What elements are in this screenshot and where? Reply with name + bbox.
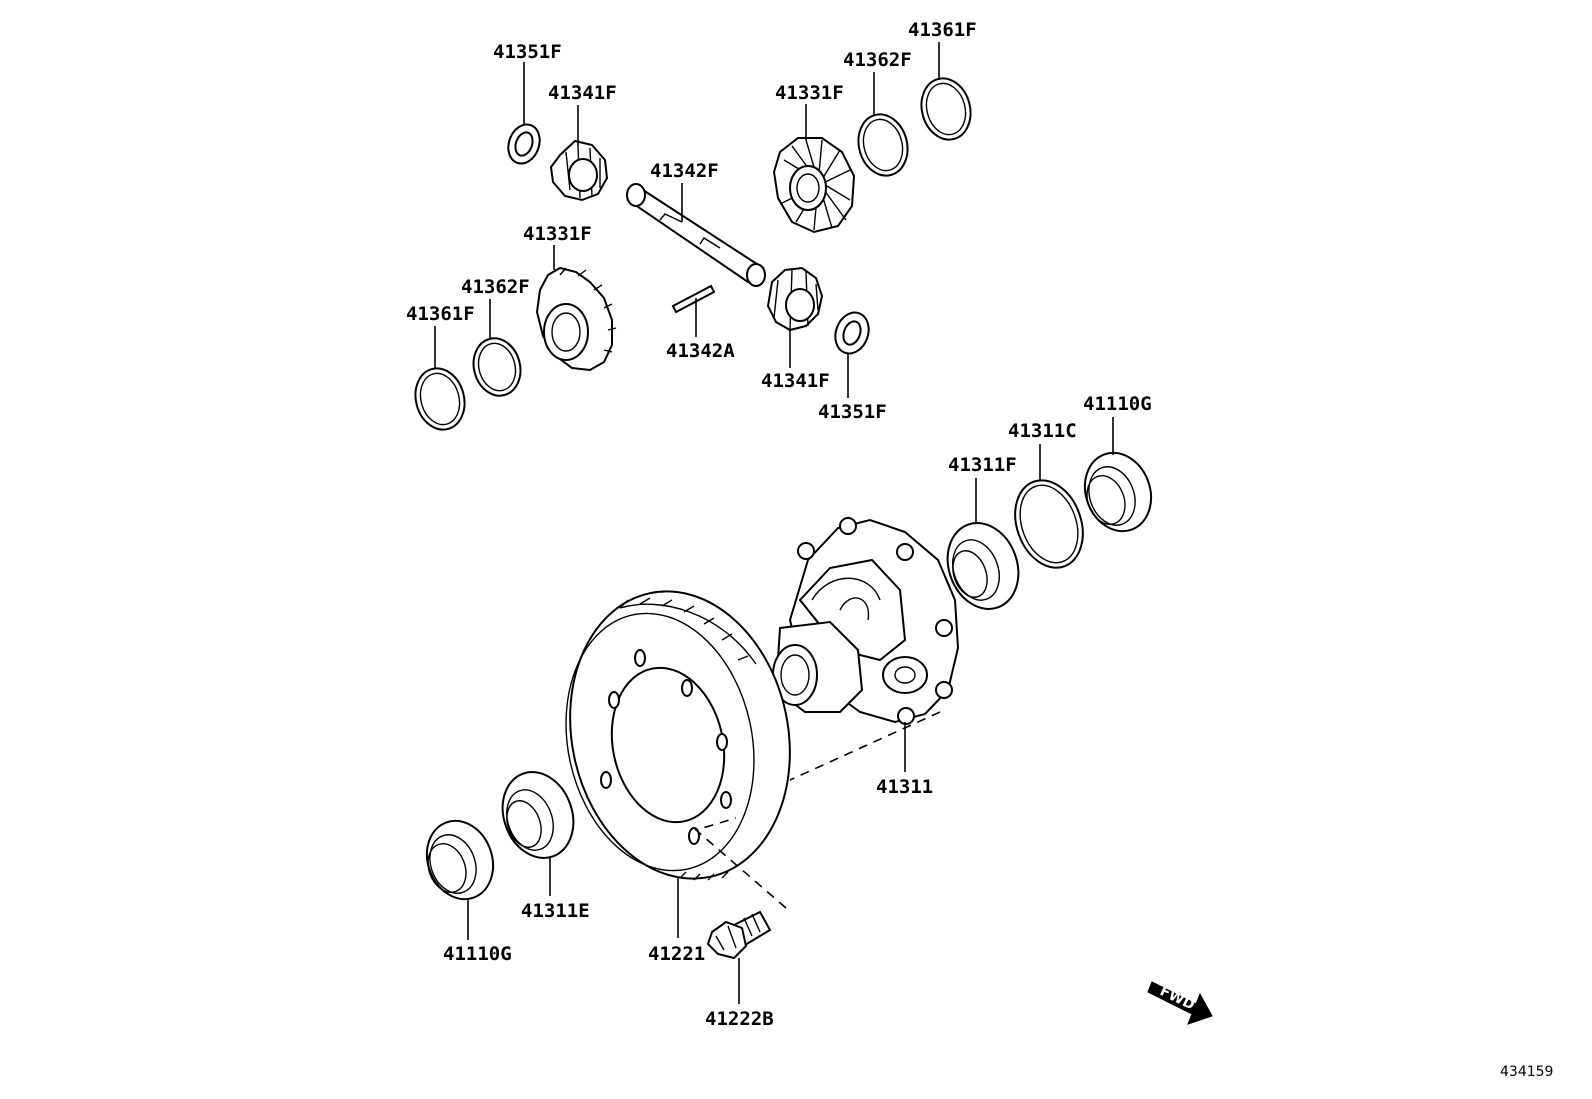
label-41221: 41221: [648, 943, 705, 965]
thrust-washer-41351F-bottom[interactable]: [830, 308, 874, 358]
bearing-41311E[interactable]: [491, 762, 585, 868]
pinion-shaft-41342F[interactable]: [626, 183, 766, 287]
label-41110G-right: 41110G: [1083, 393, 1152, 415]
label-41311C: 41311C: [1008, 420, 1077, 442]
assembly-line-case-to-ring-gear: [789, 711, 941, 781]
oil-seal-41110G-right[interactable]: [1074, 443, 1162, 540]
label-41342A: 41342A: [666, 340, 735, 362]
thrust-washer-41362F-left[interactable]: [467, 333, 526, 401]
label-41362F-right: 41362F: [843, 49, 912, 71]
label-41351F-top: 41351F: [493, 41, 562, 63]
label-41311F: 41311F: [948, 454, 1017, 476]
forward-direction-arrow: FWD: [1147, 981, 1213, 1025]
side-gear-41331F-right[interactable]: [772, 137, 856, 234]
oil-seal-41110G-left[interactable]: [416, 811, 504, 908]
thrust-washer-41361F-right[interactable]: [915, 73, 977, 145]
label-41311E: 41311E: [521, 900, 590, 922]
label-41361F-left: 41361F: [406, 303, 475, 325]
label-41341F-bottom: 41341F: [761, 370, 830, 392]
label-41342F: 41342F: [650, 160, 719, 182]
thrust-washer-41362F-right[interactable]: [852, 109, 914, 181]
diagram-code: 434159: [1500, 1064, 1553, 1080]
side-gear-41331F-left[interactable]: [535, 266, 617, 372]
bearing-41311F[interactable]: [936, 513, 1030, 619]
shim-41311C[interactable]: [1004, 471, 1095, 577]
assembly-line-bolt-to-ring-gear: [694, 817, 787, 909]
pinion-gear-41341F-top[interactable]: [549, 139, 609, 202]
label-41311: 41311: [876, 776, 933, 798]
thrust-washer-41361F-left[interactable]: [409, 363, 471, 435]
bolt-41222B[interactable]: [706, 910, 772, 960]
label-41362F-left: 41362F: [461, 276, 530, 298]
fwd-label: FWD: [1157, 983, 1197, 1013]
differential-case-41311[interactable]: [772, 517, 960, 725]
pinion-gear-41341F-bottom[interactable]: [766, 266, 824, 332]
label-41361F-right: 41361F: [908, 19, 977, 41]
label-41331F-left: 41331F: [523, 223, 592, 245]
label-41110G-left: 41110G: [443, 943, 512, 965]
label-41351F-bottom: 41351F: [818, 401, 887, 423]
label-41331F-right: 41331F: [775, 82, 844, 104]
label-41341F-top: 41341F: [548, 82, 617, 104]
pin-41342A[interactable]: [671, 284, 716, 314]
thrust-washer-41351F-top[interactable]: [503, 120, 545, 168]
ring-gear-41221[interactable]: [543, 571, 816, 900]
label-41222B: 41222B: [705, 1008, 774, 1030]
